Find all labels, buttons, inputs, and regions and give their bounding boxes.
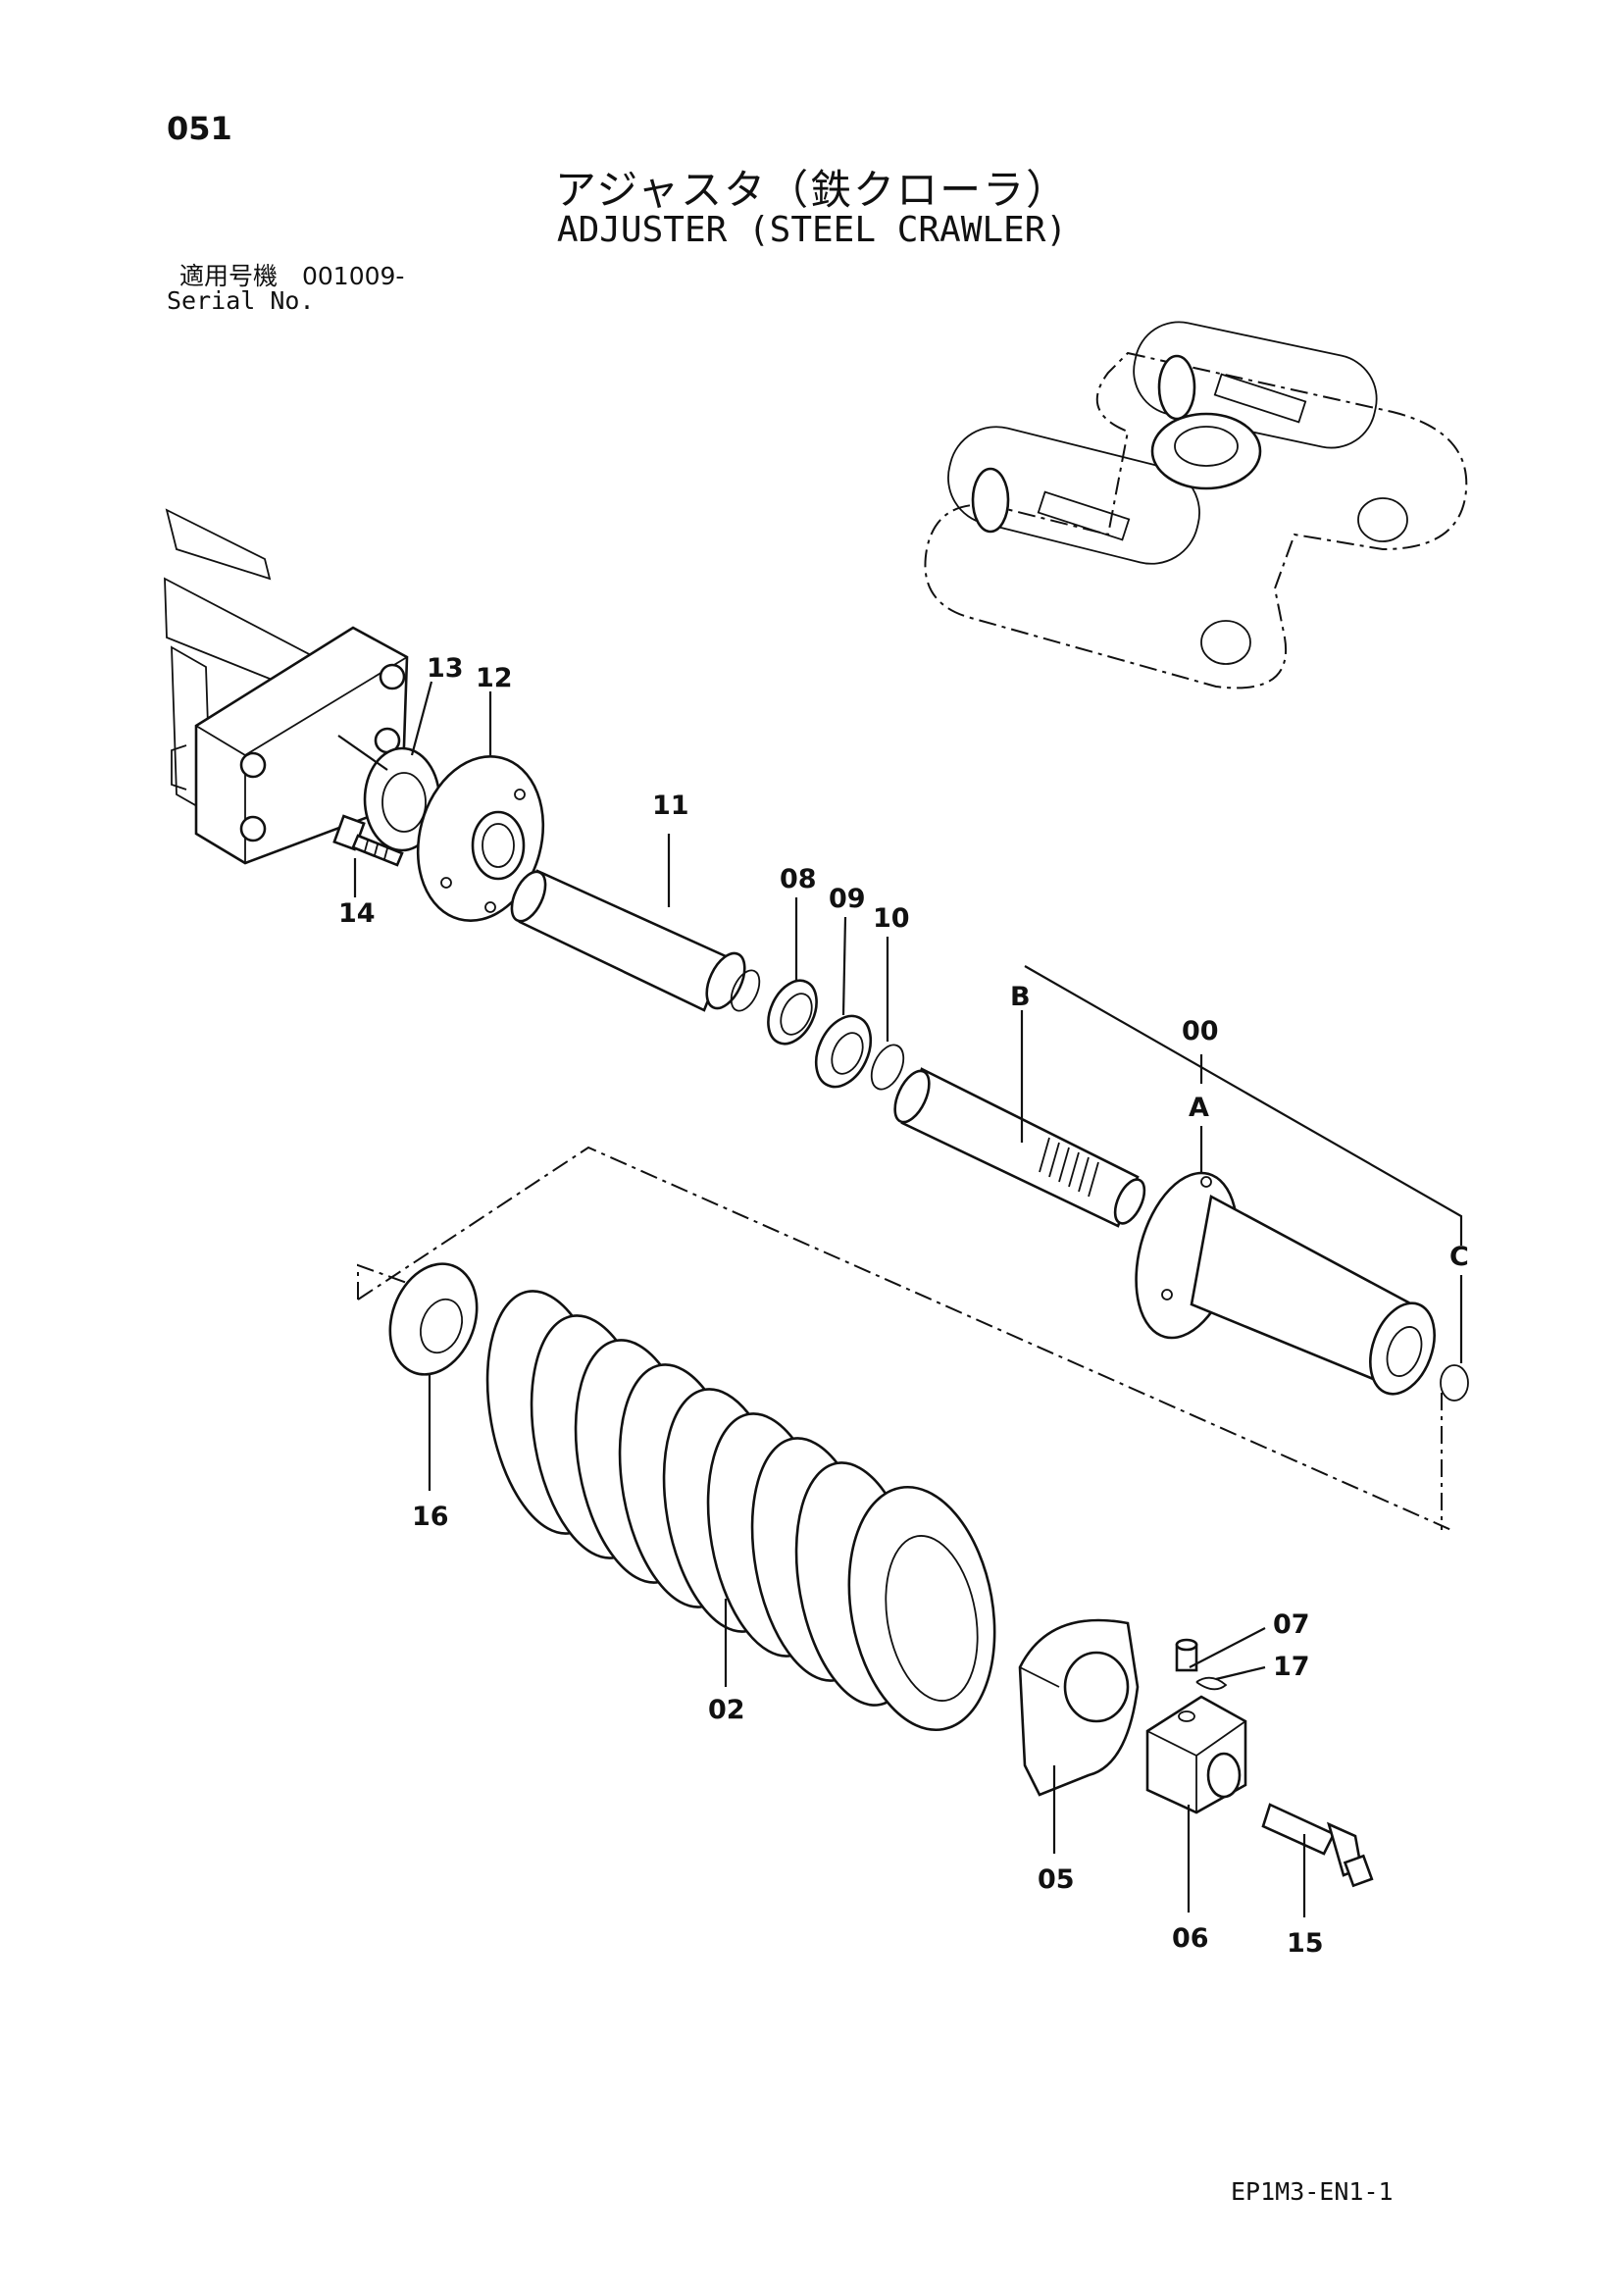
callout-12: 12 (476, 663, 513, 693)
part-14-bolt (332, 814, 404, 867)
callout-00: 00 (1182, 1016, 1219, 1046)
page-title-english: ADJUSTER (STEEL CRAWLER) (556, 210, 1068, 250)
document-code: EP1M3-EN1-1 (1231, 2177, 1394, 2206)
serial-number-label-japanese: 適用号機 001009- (179, 262, 405, 290)
callout-16: 16 (412, 1502, 449, 1532)
part-15-grease-fitting (1261, 1803, 1374, 1888)
part-16-spacer (388, 1262, 479, 1376)
part-07-valve (1175, 1638, 1198, 1672)
page-title-japanese: アジャスタ（鉄クローラ） (554, 166, 1070, 214)
part-06-block (1145, 1695, 1247, 1814)
part-10-snap-ring (870, 1044, 905, 1091)
part-a-cylinder (1135, 1171, 1436, 1396)
callout-15: 15 (1287, 1928, 1324, 1959)
part-05-bracket (1018, 1618, 1140, 1797)
callout-b: B (1010, 982, 1031, 1012)
callout-11: 11 (652, 791, 689, 821)
callout-10: 10 (873, 903, 910, 934)
callout-17: 17 (1273, 1652, 1310, 1682)
part-c-o-ring (1440, 1364, 1469, 1402)
callout-09: 09 (829, 884, 866, 914)
callout-07: 07 (1273, 1609, 1310, 1640)
part-09-packing (814, 1014, 873, 1089)
callout-c: C (1449, 1242, 1469, 1272)
callout-14: 14 (338, 898, 376, 929)
assembly-centerline (357, 1146, 1452, 1531)
page-number: 051 (167, 110, 232, 147)
leader-lines (337, 681, 1463, 1917)
part-12-flange (416, 755, 545, 922)
callout-08: 08 (780, 864, 817, 894)
part-11-rod (510, 869, 761, 1012)
callout-a: A (1189, 1093, 1209, 1123)
callout-05: 05 (1038, 1864, 1075, 1895)
part-17-seal (1195, 1676, 1228, 1691)
callout-13: 13 (427, 653, 464, 684)
track-frame-illustration (164, 508, 409, 865)
callout-06: 06 (1172, 1923, 1209, 1954)
callout-02: 02 (708, 1695, 745, 1725)
part-08-bushing (767, 979, 818, 1046)
serial-number-label-english: Serial No. (167, 286, 315, 315)
part-02-spring (485, 1290, 996, 1732)
undercarriage-overview-illustration (924, 321, 1468, 689)
part-b-piston (893, 1067, 1146, 1228)
